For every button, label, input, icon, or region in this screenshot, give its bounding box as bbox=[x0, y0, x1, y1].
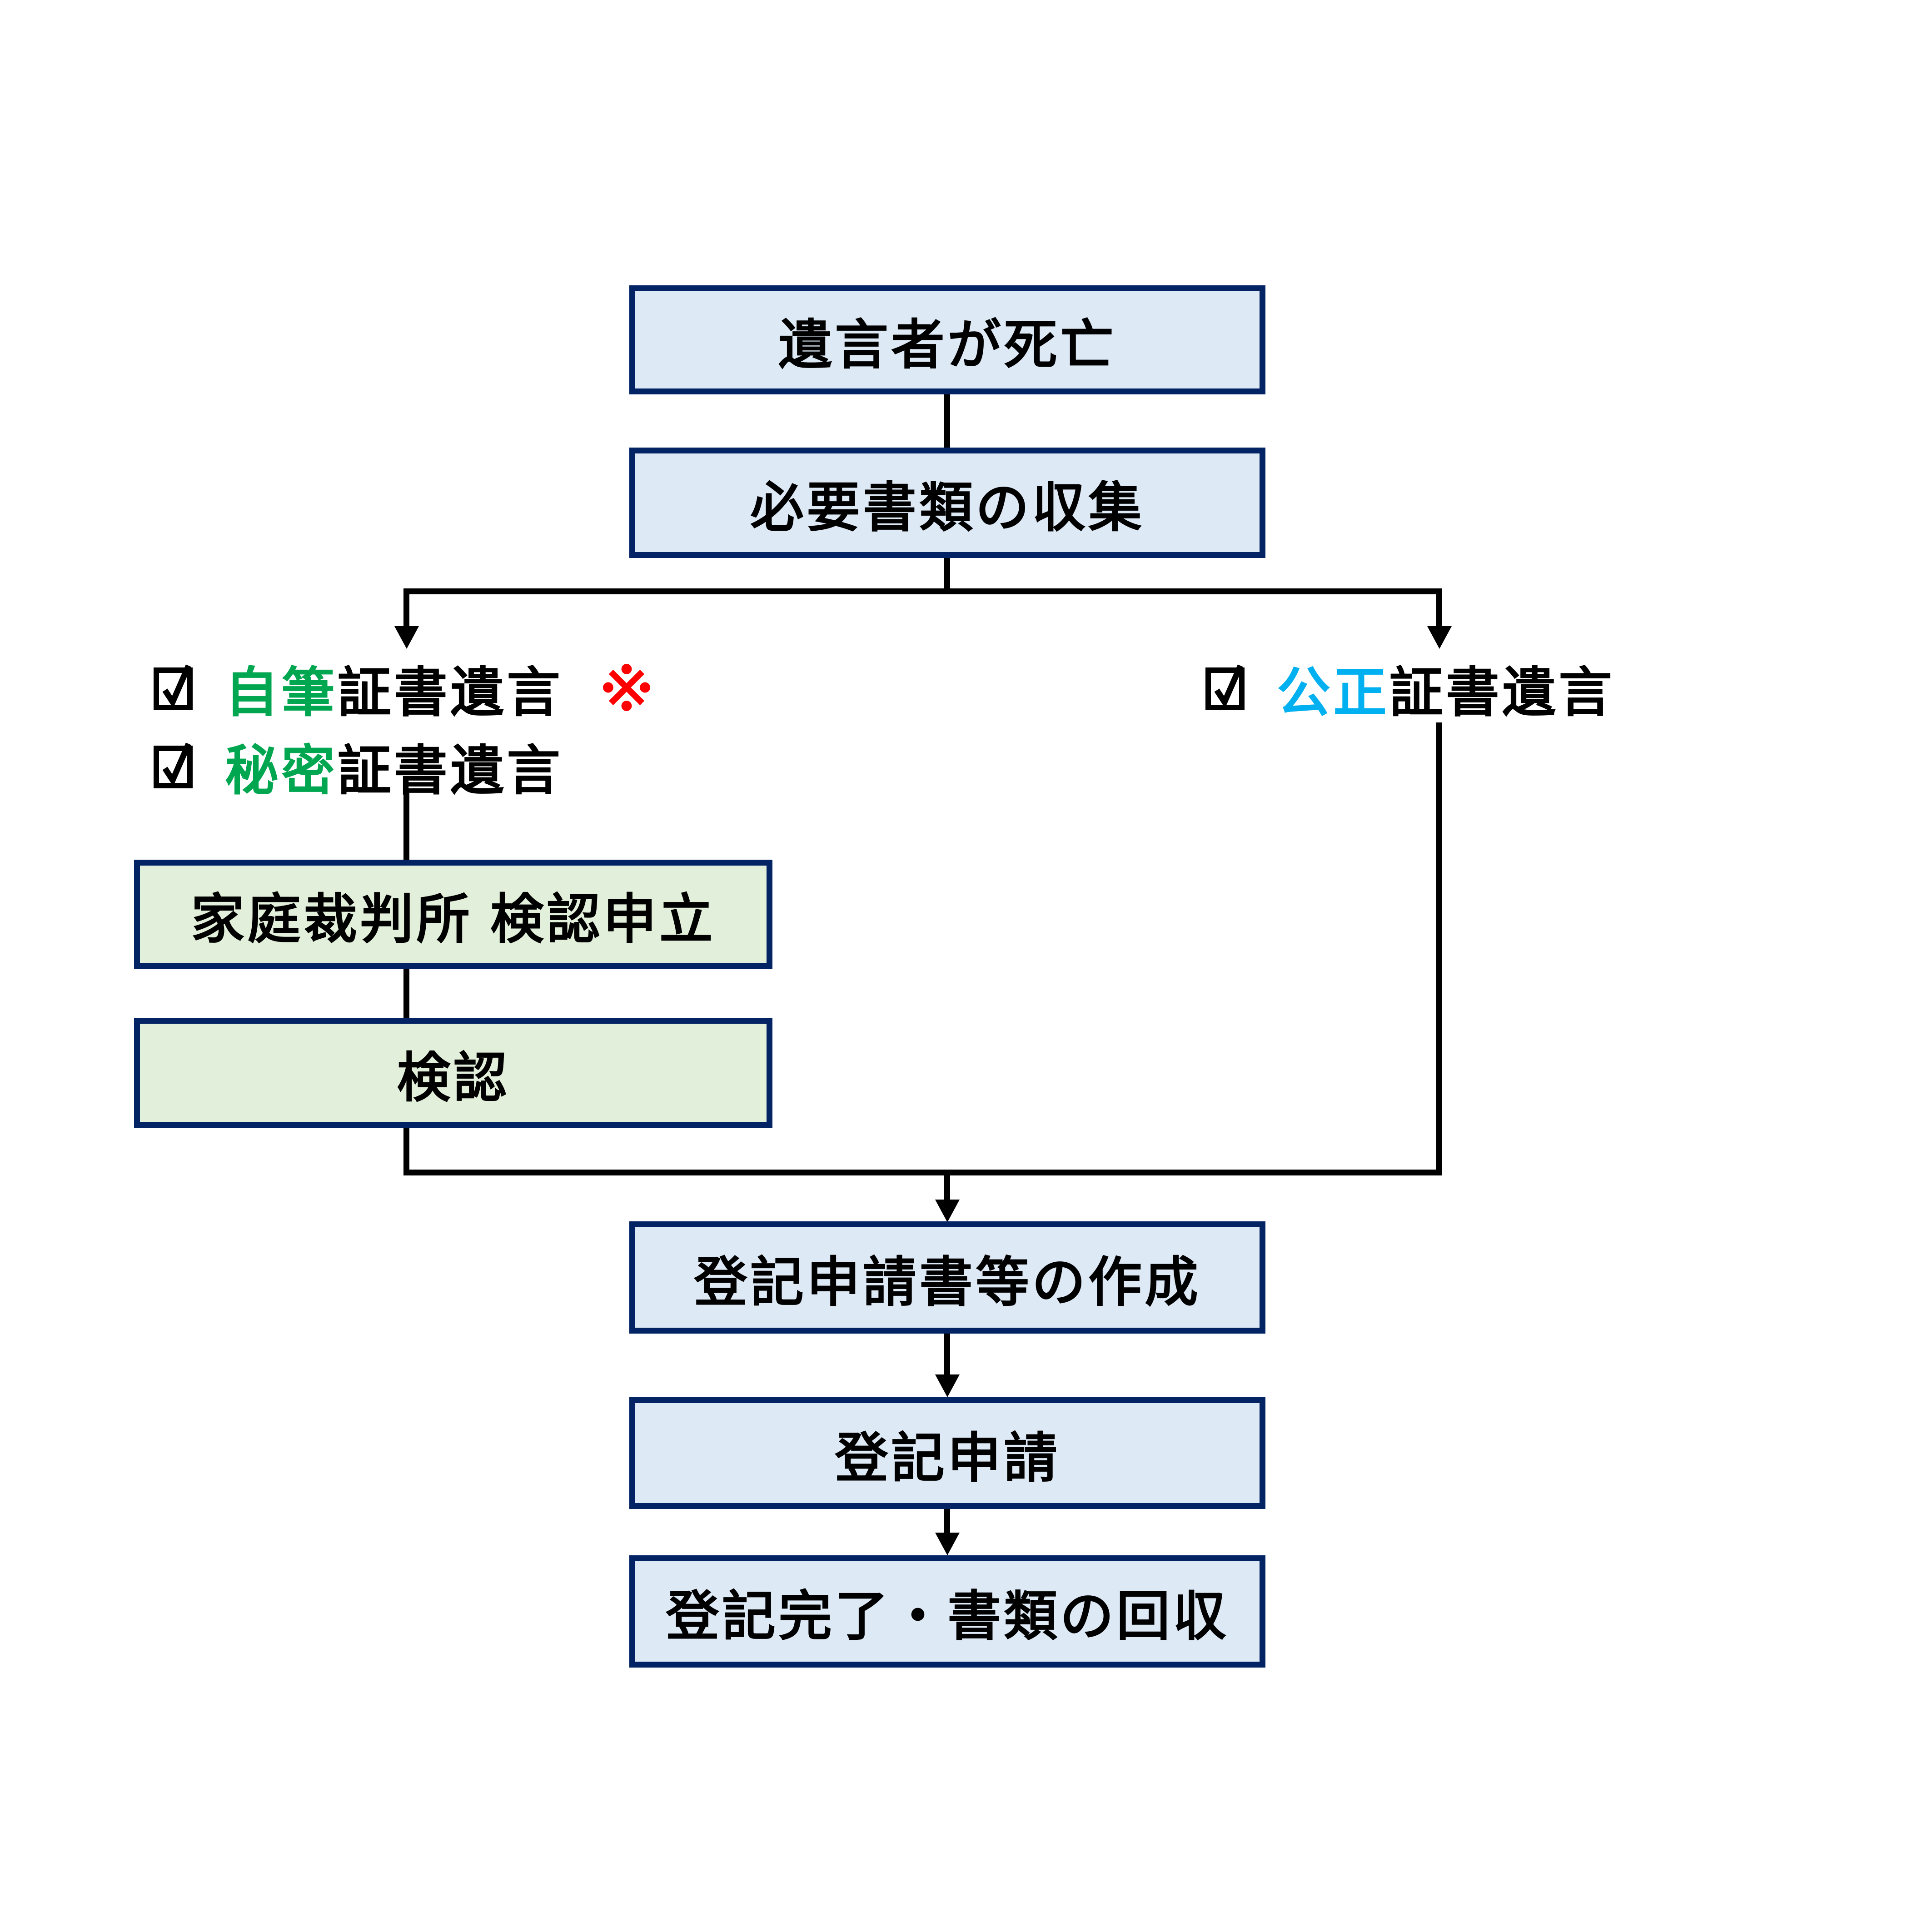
node-testator-death-label: 遺言者が死亡 bbox=[778, 315, 1116, 375]
option-notarized-rest: 証書遺言 bbox=[1389, 662, 1615, 723]
node-registration-application: 登記申請 bbox=[629, 1397, 1265, 1509]
node-collect-documents: 必要書類の収集 bbox=[629, 448, 1265, 558]
node-prepare-registration-documents-label: 登記申請書等の作成 bbox=[693, 1253, 1201, 1313]
connector-left-labels-to-family-court bbox=[403, 793, 409, 861]
connector-apply-to-complete-stem bbox=[944, 1508, 950, 1534]
connector-prepare-to-apply-stem bbox=[944, 1333, 950, 1374]
connector-merge-to-prepare-stem bbox=[944, 1175, 950, 1201]
node-probate: 検認 bbox=[134, 1018, 772, 1128]
right-branch-arrowhead-icon bbox=[1427, 626, 1452, 649]
node-registration-complete: 登記完了・書類の回収 bbox=[629, 1555, 1265, 1668]
reference-mark-icon bbox=[603, 664, 651, 711]
node-probate-label: 検認 bbox=[397, 1048, 510, 1108]
connector-collect-to-branch-bar bbox=[944, 557, 950, 592]
node-family-court-probate-petition-label: 家庭裁判所 検認申立 bbox=[191, 889, 716, 950]
connector-notarized-to-merge-bar bbox=[1436, 722, 1442, 1172]
option-holograph-highlight: 自筆 bbox=[225, 662, 338, 723]
checkbox-checked-icon bbox=[154, 664, 193, 710]
node-testator-death: 遺言者が死亡 bbox=[629, 285, 1265, 394]
option-holograph-rest: 証書遺言 bbox=[338, 662, 563, 723]
left-branch-arrowhead-icon bbox=[394, 626, 419, 649]
checkbox-checked-icon bbox=[1205, 664, 1245, 710]
merge-bar bbox=[403, 1170, 1442, 1175]
left-branch-option-holograph: 自筆証書遺言 bbox=[152, 658, 651, 723]
option-secret-rest: 証書遺言 bbox=[338, 741, 563, 801]
right-branch-stem bbox=[1436, 588, 1442, 627]
node-registration-complete-label: 登記完了・書類の回収 bbox=[665, 1587, 1229, 1647]
node-registration-application-label: 登記申請 bbox=[834, 1428, 1060, 1489]
checkbox-checked-icon bbox=[154, 742, 193, 788]
right-branch-option-notarized: 公正証書遺言 bbox=[1204, 658, 1615, 723]
option-notarized-highlight: 公正 bbox=[1277, 662, 1390, 723]
connector-family-court-to-probate bbox=[403, 967, 409, 1019]
branch-split-bar bbox=[403, 588, 1442, 594]
node-collect-documents-label: 必要書類の収集 bbox=[750, 478, 1145, 538]
node-prepare-registration-documents: 登記申請書等の作成 bbox=[629, 1221, 1265, 1334]
connector-death-to-collect bbox=[944, 393, 950, 449]
connector-probate-to-merge-bar bbox=[403, 1127, 409, 1172]
left-branch-option-secret: 秘密証書遺言 bbox=[152, 736, 563, 801]
node-family-court-probate-petition: 家庭裁判所 検認申立 bbox=[134, 860, 772, 969]
prepare-to-apply-arrowhead-icon bbox=[935, 1374, 960, 1397]
apply-to-complete-arrowhead-icon bbox=[935, 1533, 960, 1555]
option-secret-highlight: 秘密 bbox=[225, 741, 338, 801]
left-branch-stem bbox=[403, 588, 409, 627]
merge-to-prepare-arrowhead-icon bbox=[935, 1200, 960, 1222]
